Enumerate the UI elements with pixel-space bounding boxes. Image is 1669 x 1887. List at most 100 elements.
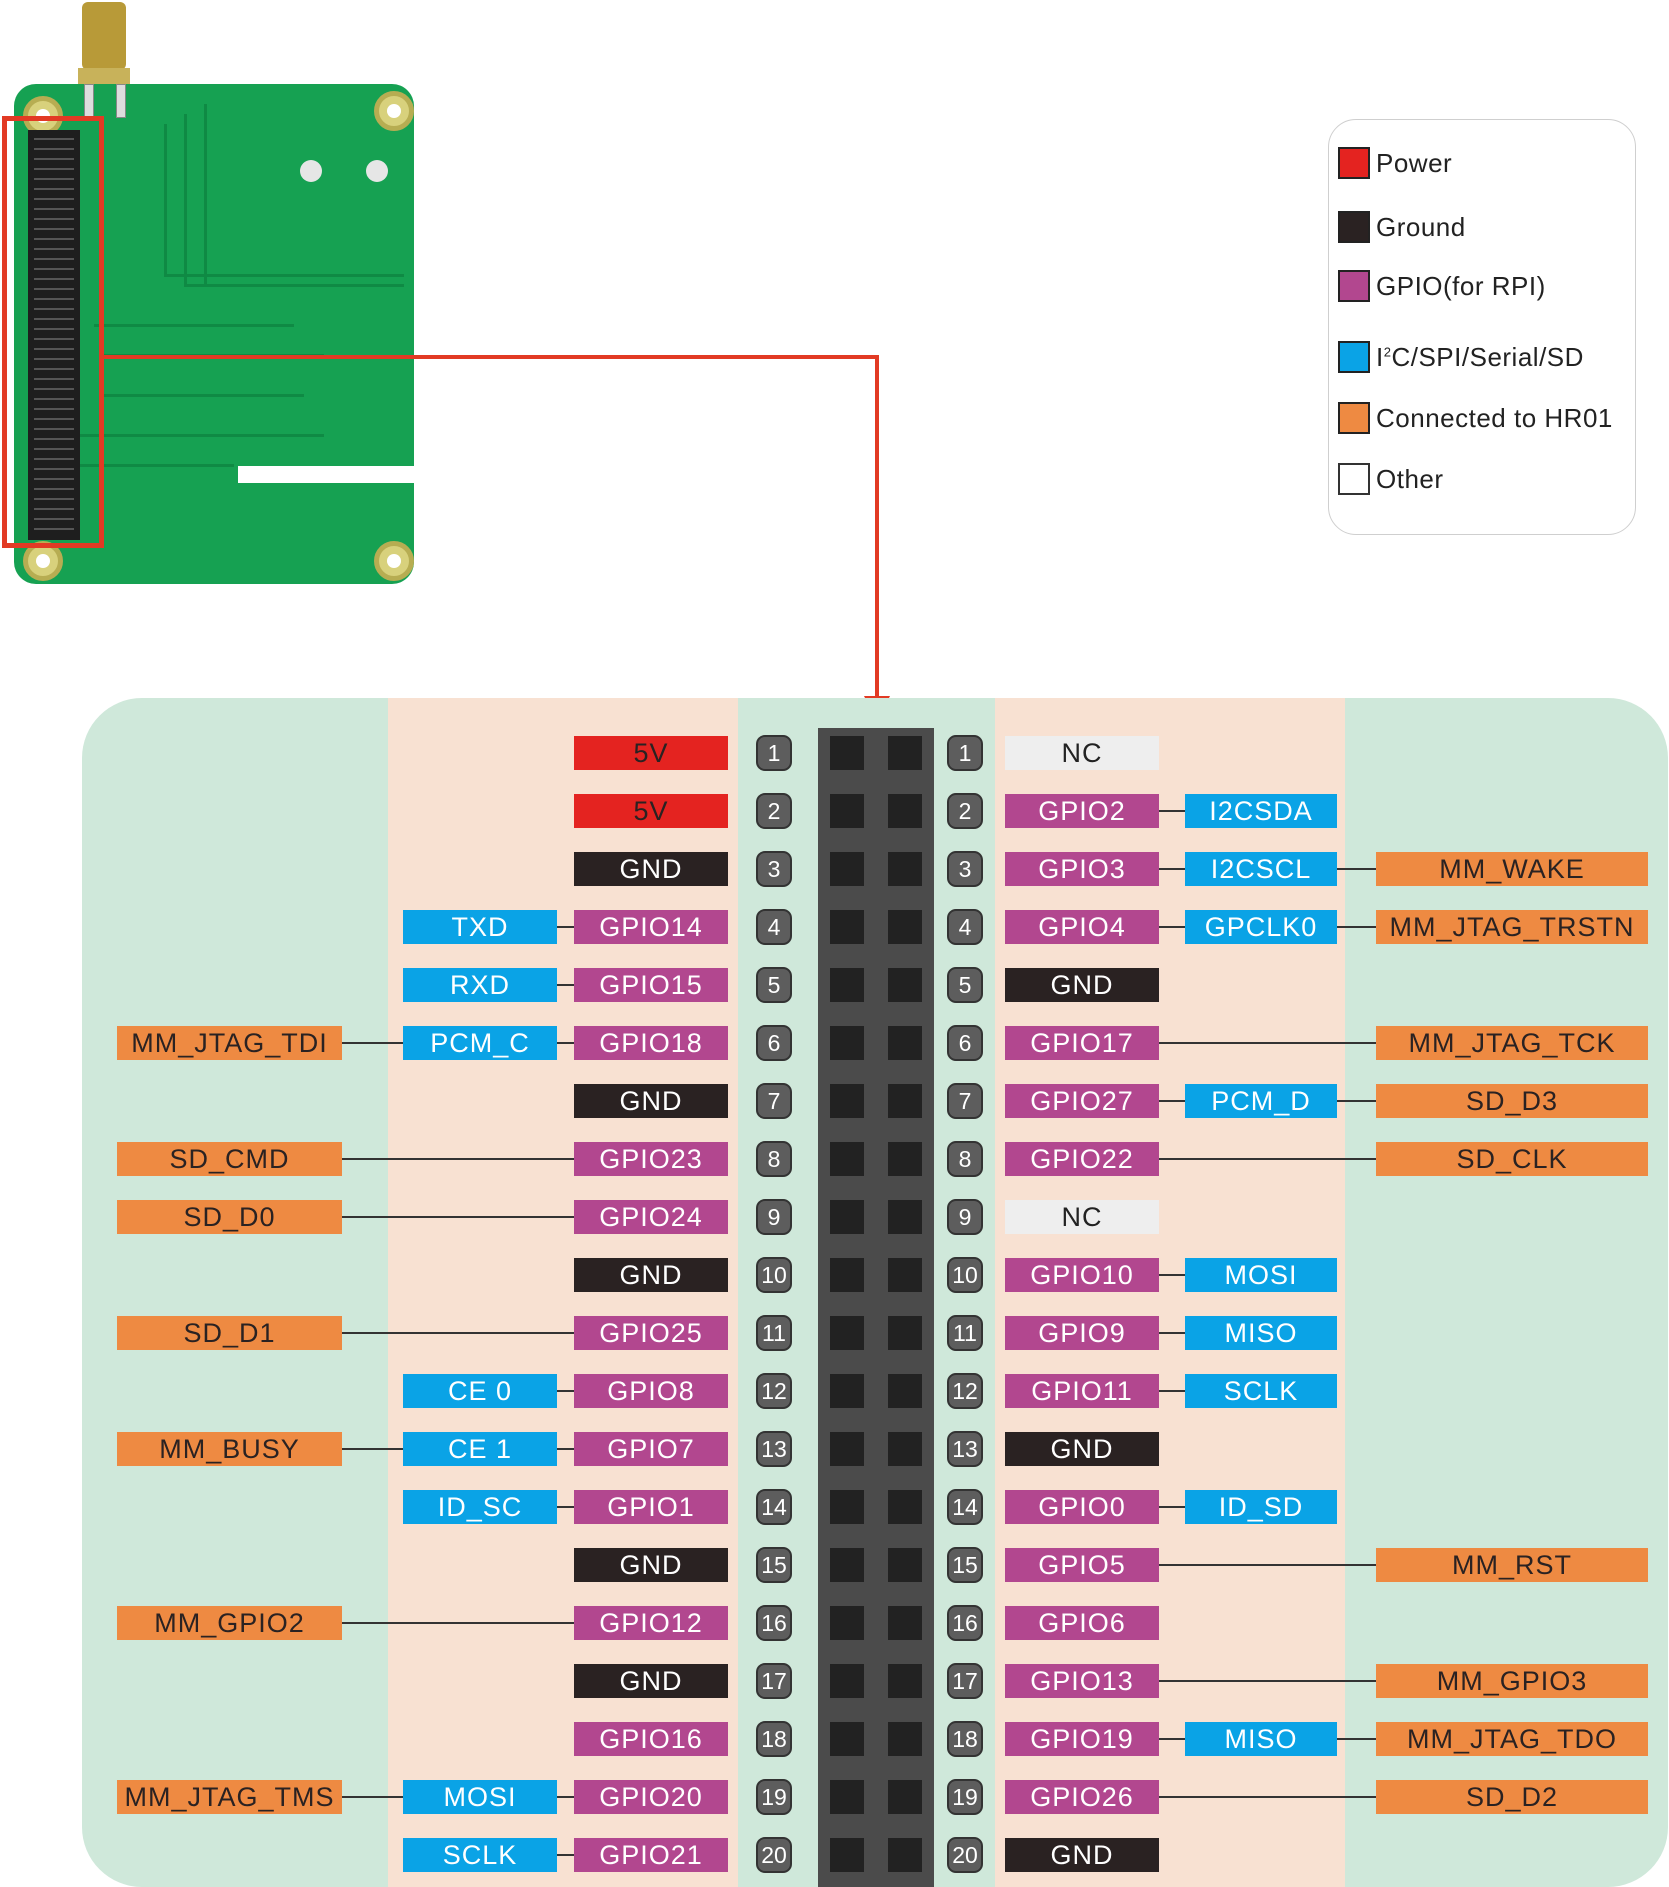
right-pin-name: GPIO0 (1005, 1490, 1159, 1524)
connector-line (342, 1796, 403, 1798)
pin-number-badge: 2 (756, 793, 792, 829)
left-pin-interface: RXD (403, 968, 557, 1002)
pin-number-badge: 2 (947, 793, 983, 829)
board-header-pin (34, 438, 74, 440)
pin-number-badge: 3 (947, 851, 983, 887)
header-pin (888, 736, 922, 770)
header-pin (888, 1838, 922, 1872)
header-pin (830, 1606, 864, 1640)
connector-line (1159, 1274, 1185, 1276)
pin-number-badge: 20 (756, 1837, 792, 1873)
header-pin (888, 1548, 922, 1582)
board-header-pin (34, 328, 74, 330)
header-pin (888, 1432, 922, 1466)
header-pin (888, 1606, 922, 1640)
legend-swatch-ground (1338, 211, 1370, 243)
pin-number-badge: 9 (756, 1199, 792, 1235)
header-pin (888, 968, 922, 1002)
right-pin-interface: GPCLK0 (1185, 910, 1337, 944)
header-pin (888, 1664, 922, 1698)
pin-number-badge: 20 (947, 1837, 983, 1873)
board-header-pin (34, 218, 74, 220)
right-pin-interface: SCLK (1185, 1374, 1337, 1408)
board-header-pin (34, 258, 74, 260)
right-pin-name: NC (1005, 736, 1159, 770)
right-pin-hr01: MM_GPIO3 (1376, 1664, 1648, 1698)
pin-number-badge: 6 (756, 1025, 792, 1061)
pin-number-badge: 12 (756, 1373, 792, 1409)
header-pin (830, 1490, 864, 1524)
board-header-strip (28, 130, 80, 540)
right-pin-name: GPIO9 (1005, 1316, 1159, 1350)
right-pin-name: GPIO26 (1005, 1780, 1159, 1814)
legend-label: GPIO(for RPI) (1376, 270, 1546, 301)
right-pin-name: GPIO4 (1005, 910, 1159, 944)
board-header-pin (34, 158, 74, 160)
board-header-pin (34, 478, 74, 480)
header-pin (830, 1258, 864, 1292)
pin-number-badge: 11 (756, 1315, 792, 1351)
header-pin (888, 794, 922, 828)
legend-swatch-other (1338, 463, 1370, 495)
pin-number-badge: 8 (756, 1141, 792, 1177)
header-pin (888, 1374, 922, 1408)
left-pin-hr01: MM_JTAG_TDI (117, 1026, 342, 1060)
pin-number-badge: 7 (947, 1083, 983, 1119)
connector-line (557, 926, 574, 928)
legend-label: Ground (1376, 211, 1466, 242)
board-header-pin (34, 138, 74, 140)
right-pin-name: GPIO6 (1005, 1606, 1159, 1640)
right-pin-name: GND (1005, 1432, 1159, 1466)
header-pin (888, 1258, 922, 1292)
board-header-pin (34, 148, 74, 150)
board-header-pin (34, 188, 74, 190)
left-pin-interface: CE 0 (403, 1374, 557, 1408)
pin-number-badge: 7 (756, 1083, 792, 1119)
header-highlight-box (2, 116, 104, 548)
legend-item-interface: I2C/SPI/Serial/SD (1338, 339, 1584, 375)
right-pin-hr01: MM_JTAG_TRSTN (1376, 910, 1648, 944)
right-pin-name: GPIO3 (1005, 852, 1159, 886)
legend-item-gpio: GPIO(for RPI) (1338, 268, 1546, 304)
connector-line (1159, 1738, 1185, 1740)
board-header-pin (34, 198, 74, 200)
connector-line (1159, 1564, 1376, 1566)
left-pin-name: GND (574, 1548, 728, 1582)
right-pin-name: GPIO22 (1005, 1142, 1159, 1176)
header-pin (830, 1838, 864, 1872)
pin-number-badge: 19 (947, 1779, 983, 1815)
connector-line (342, 1158, 574, 1160)
pin-number-badge: 8 (947, 1141, 983, 1177)
right-pin-interface: MISO (1185, 1722, 1337, 1756)
header-pin (830, 1664, 864, 1698)
header-pin (888, 1142, 922, 1176)
right-pin-interface: ID_SD (1185, 1490, 1337, 1524)
board-header-pin (34, 298, 74, 300)
board-header-pin (34, 228, 74, 230)
left-pin-name: GPIO1 (574, 1490, 728, 1524)
connector-line (1159, 1796, 1376, 1798)
right-pin-name: GPIO27 (1005, 1084, 1159, 1118)
header-pin (830, 1722, 864, 1756)
connector-line (1159, 1042, 1376, 1044)
legend-swatch-power (1338, 147, 1370, 179)
right-pin-name: GPIO5 (1005, 1548, 1159, 1582)
board-header-pin (34, 498, 74, 500)
pin-number-badge: 14 (947, 1489, 983, 1525)
left-pin-interface: TXD (403, 910, 557, 944)
left-pin-name: GPIO12 (574, 1606, 728, 1640)
left-pin-hr01: SD_D1 (117, 1316, 342, 1350)
legend-swatch-hr01 (1338, 402, 1370, 434)
header-pin (830, 736, 864, 770)
connector-line (1159, 1506, 1185, 1508)
right-pin-name: GPIO10 (1005, 1258, 1159, 1292)
connector-line (557, 1390, 574, 1392)
left-pin-name: GND (574, 1664, 728, 1698)
header-pin (888, 1084, 922, 1118)
connector-line (557, 984, 574, 986)
left-pin-name: GND (574, 1258, 728, 1292)
pin-number-badge: 19 (756, 1779, 792, 1815)
header-pin (888, 910, 922, 944)
legend-item-hr01: Connected to HR01 (1338, 400, 1613, 436)
